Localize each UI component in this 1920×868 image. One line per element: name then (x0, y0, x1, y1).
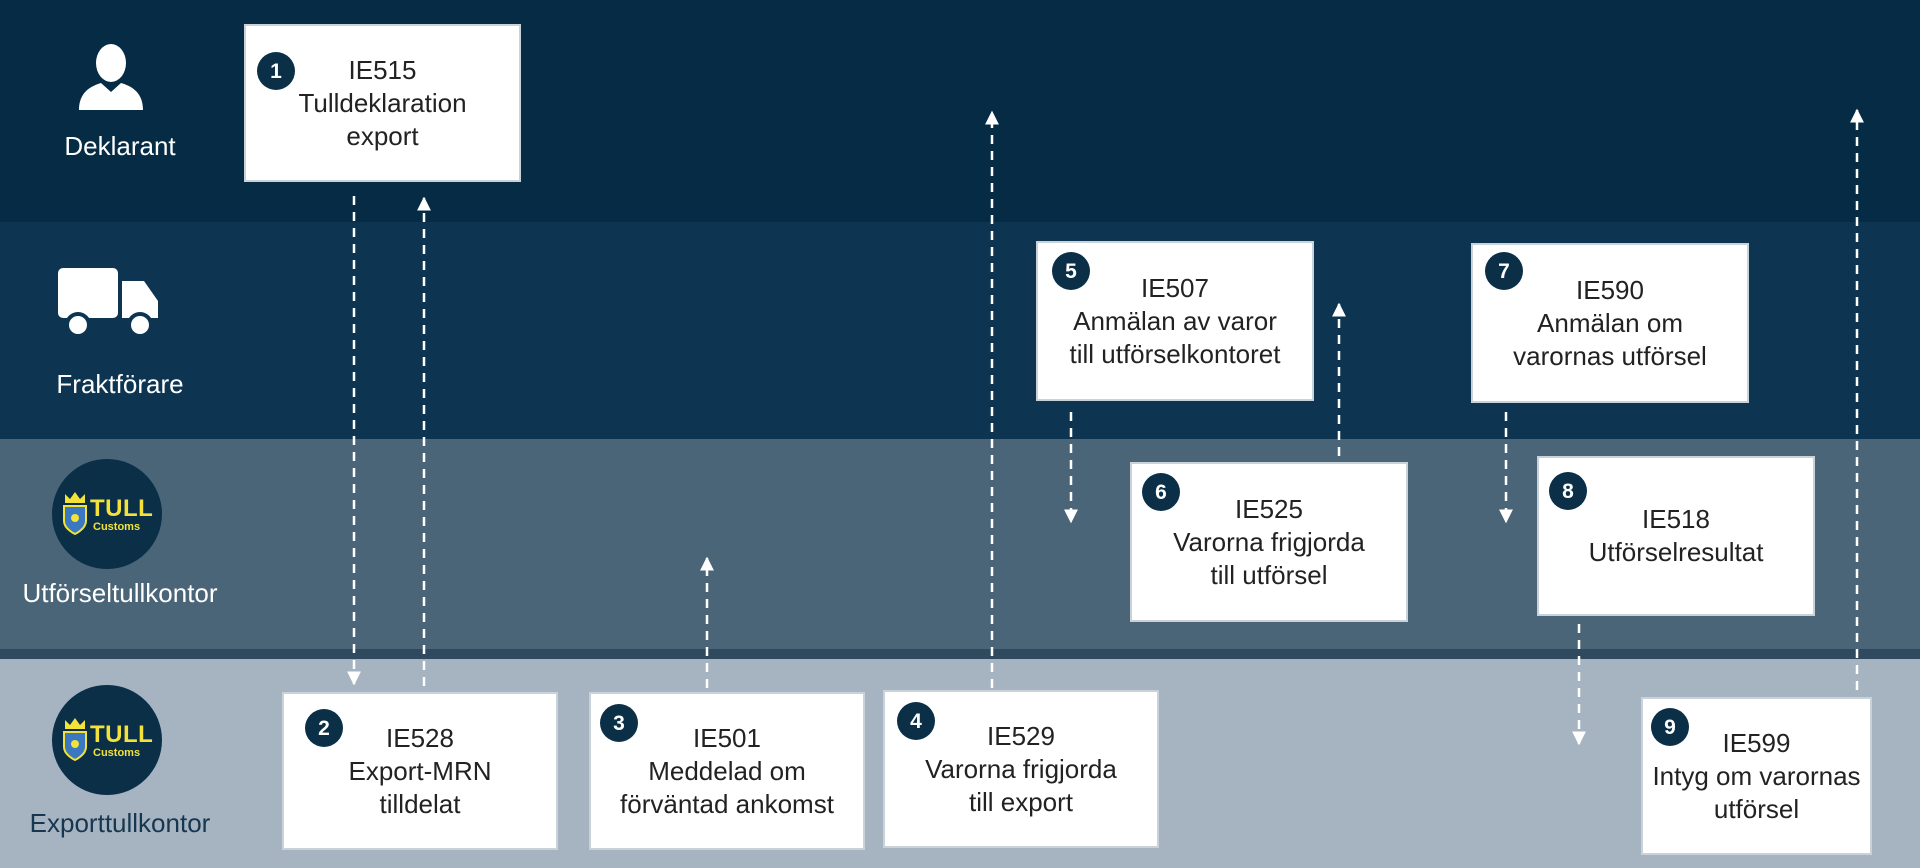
step-badge: 4 (897, 702, 935, 740)
message-text-line: utförsel (1713, 793, 1800, 824)
message-code: IE528 (386, 722, 454, 753)
person-icon (79, 44, 143, 110)
step-badge: 1 (257, 52, 295, 90)
message-text-line: Utförselresultat (1588, 537, 1764, 567)
step-badge: 6 (1142, 473, 1180, 511)
lane-divider (0, 649, 1920, 659)
message-text-line: till utförselkontoret (1069, 338, 1281, 369)
message-text-line: Anmälan av varor (1073, 305, 1277, 336)
message-text-line: Meddelad om (648, 755, 806, 786)
step-badge: 9 (1651, 708, 1689, 746)
message-text-line: till utförsel (1210, 559, 1328, 590)
truck-icon (58, 268, 158, 338)
message-box-ie529: 4 IE529 Varorna frigjorda till export (883, 690, 1159, 848)
message-text-line: Varorna frigjorda (925, 753, 1117, 784)
message-text-line: Tulldeklaration (298, 87, 467, 118)
message-box-ie515: 1 IE515 Tulldeklaration export (244, 24, 521, 182)
logo-customs-text: Customs (93, 521, 141, 533)
actor-label-exporttullkontor: Exporttullkontor (29, 808, 211, 838)
actor-label-fraktforare: Fraktförare (56, 369, 184, 399)
tull-customs-logo: TULL Customs (52, 459, 162, 569)
message-text-line: tilldelat (379, 788, 461, 819)
logo-tull-text: TULL (90, 495, 154, 522)
message-text-line: Anmälan om (1537, 307, 1683, 338)
message-text-line: Varorna frigjorda (1173, 526, 1365, 557)
step-badge: 7 (1485, 252, 1523, 290)
message-code: IE507 (1141, 272, 1209, 303)
message-code: IE590 (1576, 274, 1644, 305)
message-code: IE529 (987, 720, 1055, 751)
tull-customs-logo: TULL Customs (52, 685, 162, 795)
message-box-ie599: 9 IE599 Intyg om varornas utförsel (1641, 697, 1872, 855)
step-badge: 2 (305, 709, 343, 747)
crown-shield-icon (63, 492, 87, 535)
message-box-ie525: 6 IE525 Varorna frigjorda till utförsel (1130, 462, 1408, 622)
message-box-ie501: 3 IE501 Meddelad om förväntad ankomst (589, 692, 865, 850)
message-box-ie528: 2 IE528 Export-MRN tilldelat (282, 692, 558, 850)
message-code: IE501 (693, 722, 761, 753)
actor-label-utforseltullkontor: Utförseltullkontor (22, 578, 218, 608)
message-box-ie507: 5 IE507 Anmälan av varor till utförselko… (1036, 241, 1314, 401)
message-text-line: Export-MRN (348, 755, 492, 786)
message-code: IE515 (348, 54, 417, 85)
message-text-line: förväntad ankomst (620, 788, 834, 819)
message-text-line: export (346, 120, 419, 151)
step-badge: 5 (1052, 252, 1090, 290)
message-code: IE525 (1235, 493, 1303, 524)
message-box-ie518: 8 IE518 Utförselresultat (1537, 456, 1815, 616)
logo-customs-text: Customs (93, 747, 141, 759)
step-badge: 8 (1549, 472, 1587, 510)
actor-label-deklarant: Deklarant (64, 131, 176, 161)
message-text-line: till export (968, 786, 1074, 817)
message-code: IE599 (1722, 727, 1791, 758)
logo-tull-text: TULL (90, 721, 154, 748)
message-box-ie590: 7 IE590 Anmälan om varornas utförsel (1471, 243, 1749, 403)
message-text-line: Intyg om varornas (1652, 760, 1861, 791)
crown-shield-icon (63, 718, 87, 761)
message-text-line: varornas utförsel (1513, 340, 1707, 371)
message-code: IE518 (1642, 504, 1710, 534)
step-badge: 3 (600, 704, 638, 742)
